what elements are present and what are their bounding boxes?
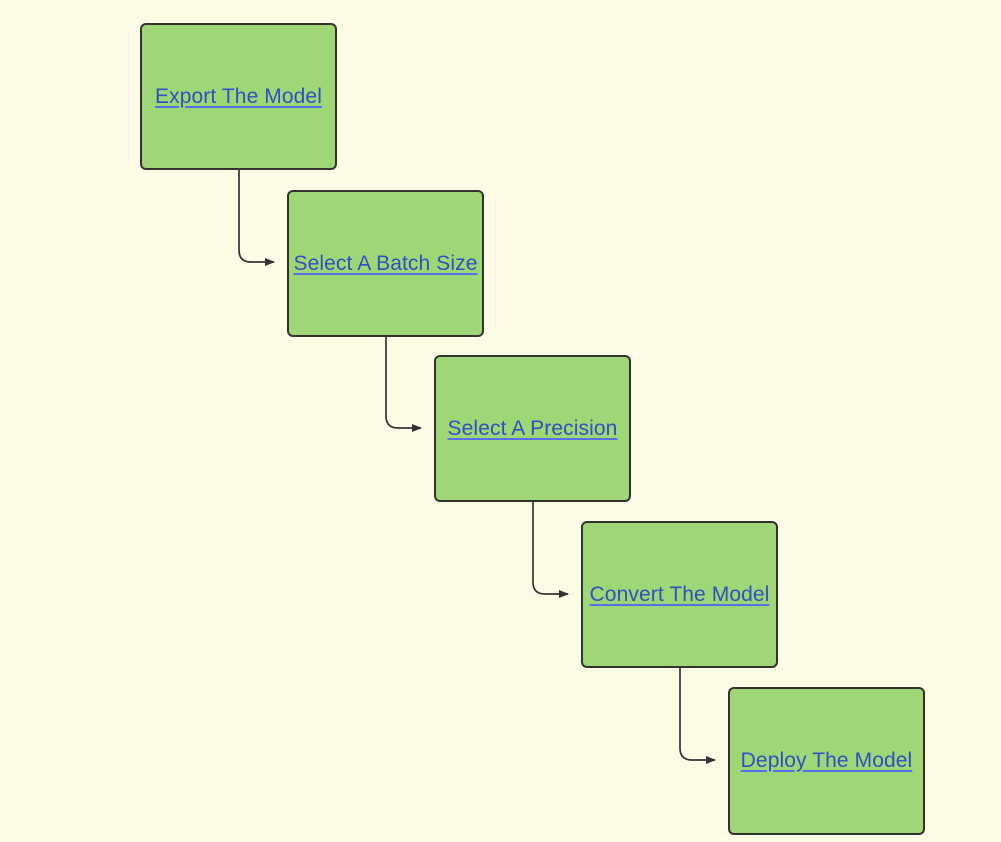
edge-convert-to-deploy xyxy=(679,668,716,764)
node-label-convert-the-model[interactable]: Convert The Model xyxy=(589,582,770,606)
edge-precision-to-convert xyxy=(532,502,569,598)
node-label-select-a-precision[interactable]: Select A Precision xyxy=(447,416,618,440)
node-select-a-precision[interactable]: Select A Precision xyxy=(434,355,631,502)
node-label-select-a-batch-size[interactable]: Select A Batch Size xyxy=(293,251,478,275)
edge-export-to-batch xyxy=(238,170,275,266)
node-export-the-model[interactable]: Export The Model xyxy=(140,23,337,170)
node-convert-the-model[interactable]: Convert The Model xyxy=(581,521,778,668)
node-label-export-the-model[interactable]: Export The Model xyxy=(155,84,322,108)
node-label-deploy-the-model[interactable]: Deploy The Model xyxy=(740,749,913,772)
node-select-a-batch-size[interactable]: Select A Batch Size xyxy=(287,190,484,337)
node-deploy-the-model[interactable]: Deploy The Model xyxy=(728,687,925,835)
edge-batch-to-precision xyxy=(385,337,422,432)
